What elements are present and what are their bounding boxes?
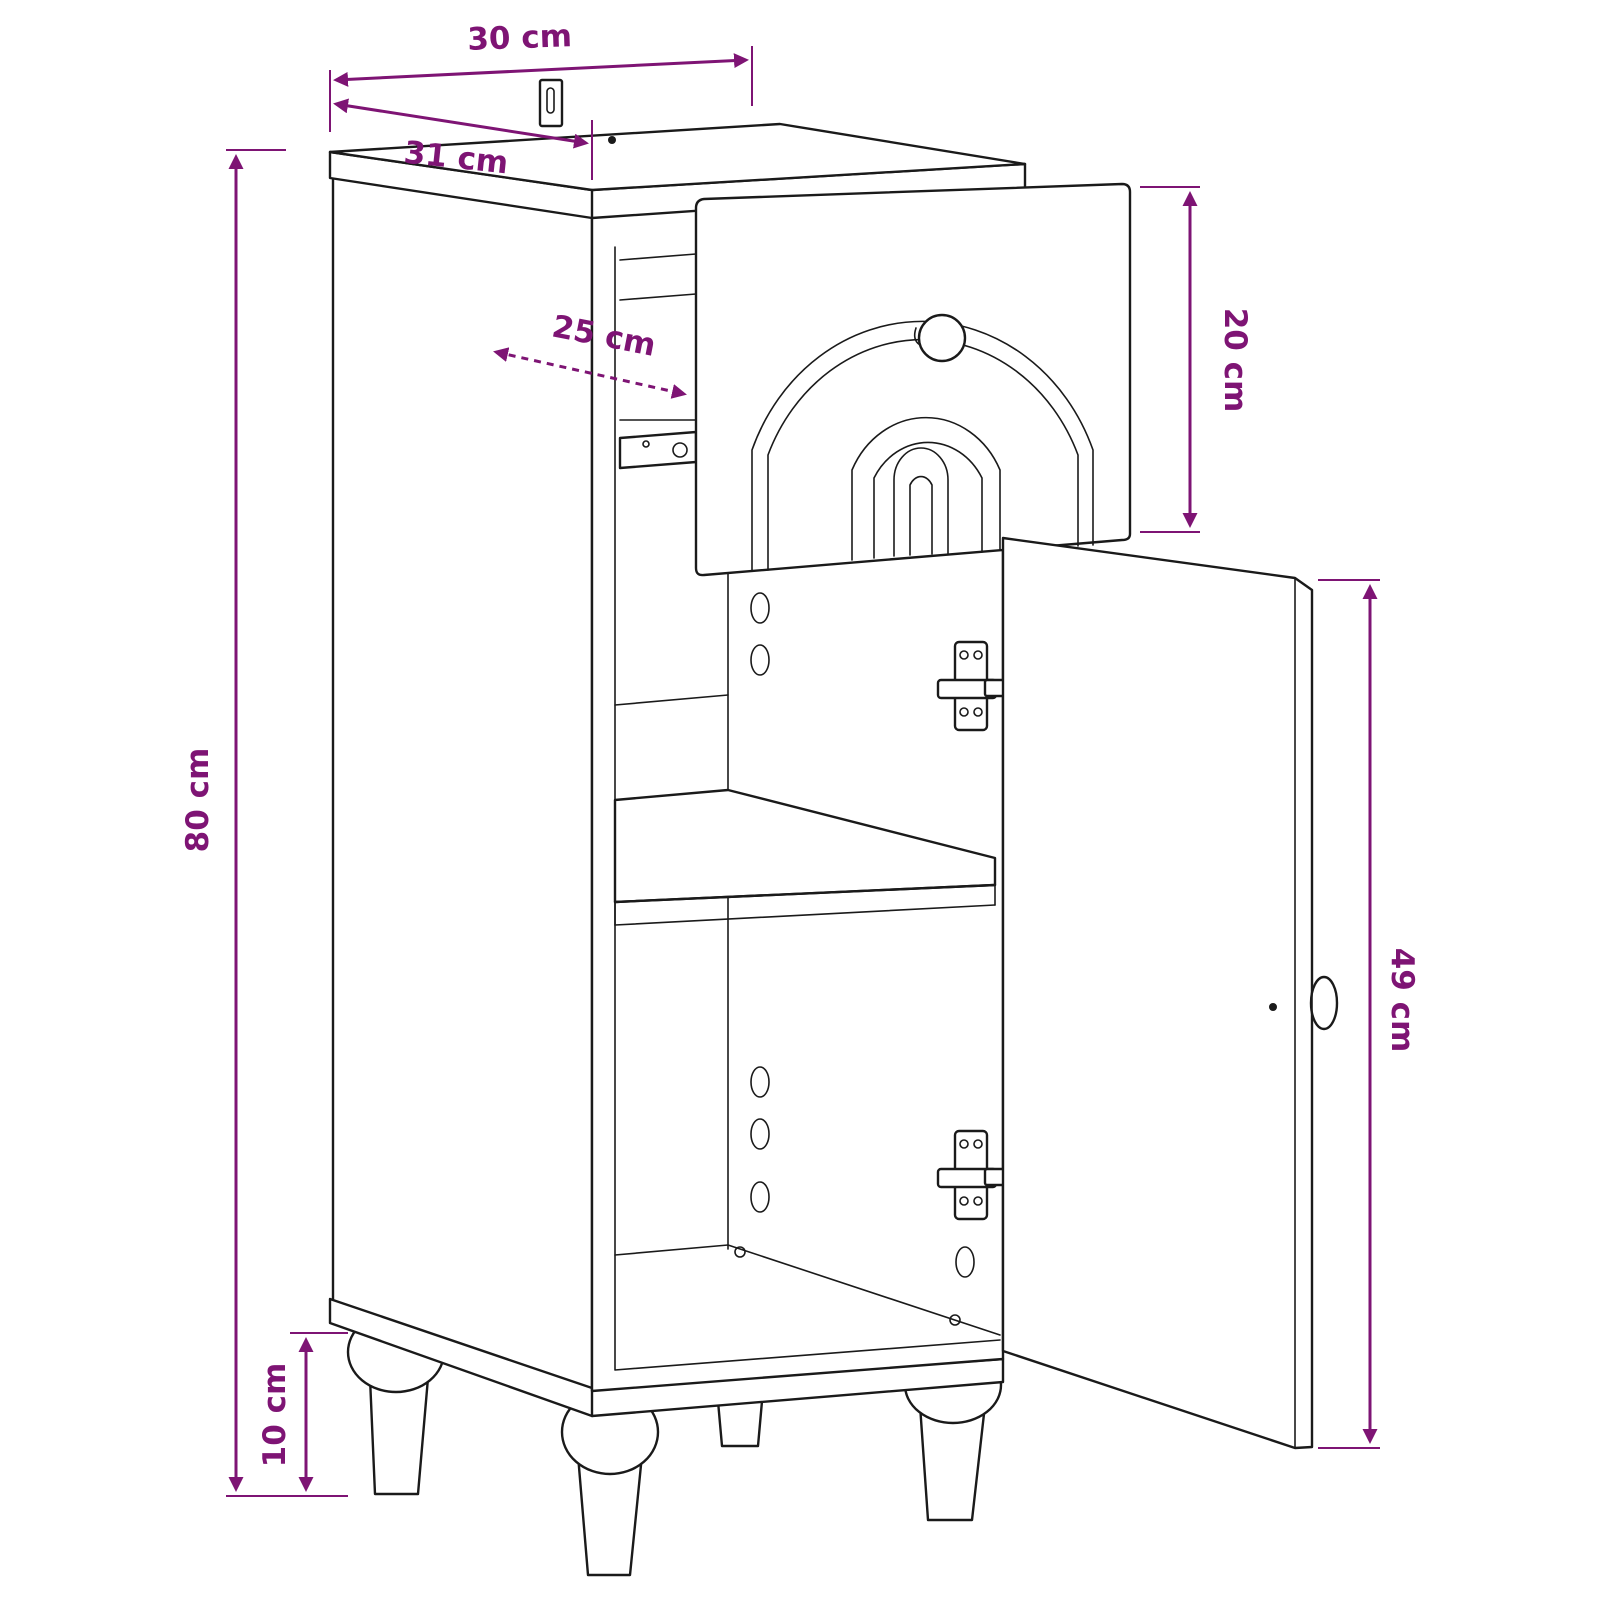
total-height-label: 80 cm — [180, 748, 216, 853]
cabinet-door — [1001, 536, 1339, 1450]
drawer — [618, 182, 1132, 577]
door-knob-icon — [1309, 975, 1339, 1031]
door-height-label: 49 cm — [1384, 948, 1420, 1053]
drawer-front — [694, 182, 1132, 577]
side-panel — [331, 174, 594, 1393]
drawer-height-label: 20 cm — [1217, 308, 1253, 413]
width-label: 30 cm — [467, 18, 573, 58]
dimension-lines — [226, 46, 1380, 1497]
leg-front-left — [560, 1388, 660, 1577]
drawer-knob-icon — [913, 313, 967, 363]
leg-height-label: 10 cm — [257, 1363, 293, 1468]
door-hinge-hole — [1269, 1003, 1277, 1011]
shelf-pin-holes — [734, 592, 975, 1326]
shelf — [613, 788, 997, 926]
